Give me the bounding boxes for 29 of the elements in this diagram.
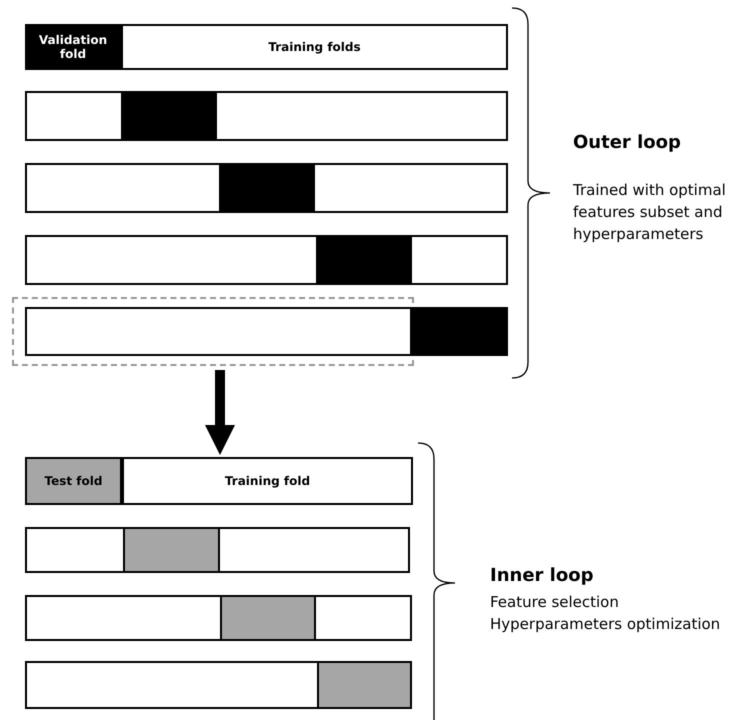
validation-fold-cell: [25, 24, 121, 70]
fold-bar: [25, 163, 508, 213]
fold-bar: [25, 527, 410, 573]
fold-bar: [25, 661, 412, 709]
test-fold-cell: [123, 527, 220, 573]
section-description: Feature selection: [490, 592, 620, 613]
section-heading: Outer loop: [573, 131, 682, 155]
fold-label: Validation fold: [38, 33, 108, 61]
section-heading: Inner loop: [490, 564, 594, 588]
test-fold-cell: [317, 661, 412, 709]
fold-label: Test fold: [44, 474, 104, 488]
fold-label: Training folds: [267, 40, 362, 54]
fold-bar: [25, 91, 508, 141]
validation-fold-cell: [412, 307, 508, 356]
test-fold-cell: [220, 595, 316, 641]
fold-bar: [25, 307, 412, 356]
validation-fold-cell: [316, 235, 412, 285]
validation-fold-cell: [121, 91, 217, 141]
training-fold-cell: [122, 457, 413, 505]
dashed-selection-box: [12, 297, 414, 366]
section-description: Hyperparameters optimization: [490, 614, 722, 635]
test-fold-cell: [25, 457, 122, 505]
section-description: Trained with optimal features subset and hyperparameters: [573, 180, 727, 244]
validation-fold-cell: [219, 163, 315, 213]
training-fold-cell: [121, 24, 508, 70]
fold-bar: [25, 595, 412, 641]
fold-label: Training fold: [224, 474, 312, 488]
fold-bar: [25, 235, 508, 285]
arrow: [205, 370, 235, 455]
